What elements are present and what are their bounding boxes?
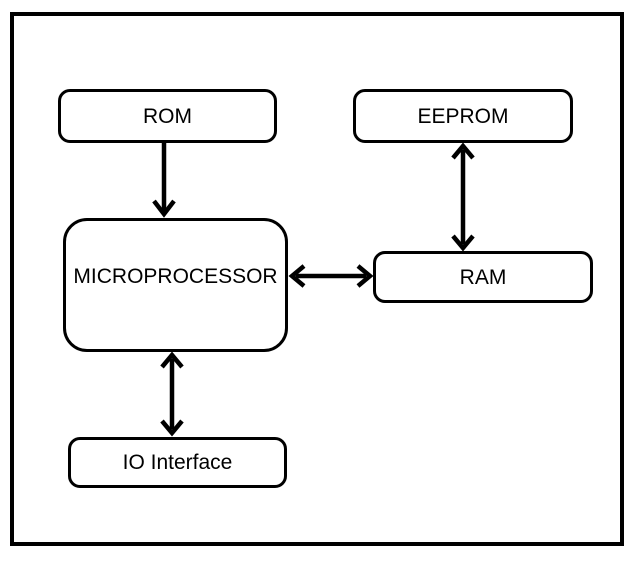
diagram-border <box>10 12 624 546</box>
node-io-interface: IO Interface <box>68 437 287 488</box>
node-io-interface-label: IO Interface <box>122 451 233 474</box>
node-ram: RAM <box>373 251 593 303</box>
node-microprocessor: MICROPROCESSOR <box>63 218 288 352</box>
node-eeprom: EEPROM <box>353 89 573 143</box>
node-ram-label: RAM <box>459 265 507 289</box>
node-rom: ROM <box>58 89 277 143</box>
node-rom-label: ROM <box>143 104 192 128</box>
node-eeprom-label: EEPROM <box>417 104 509 128</box>
node-microprocessor-label: MICROPROCESSOR <box>73 264 278 288</box>
